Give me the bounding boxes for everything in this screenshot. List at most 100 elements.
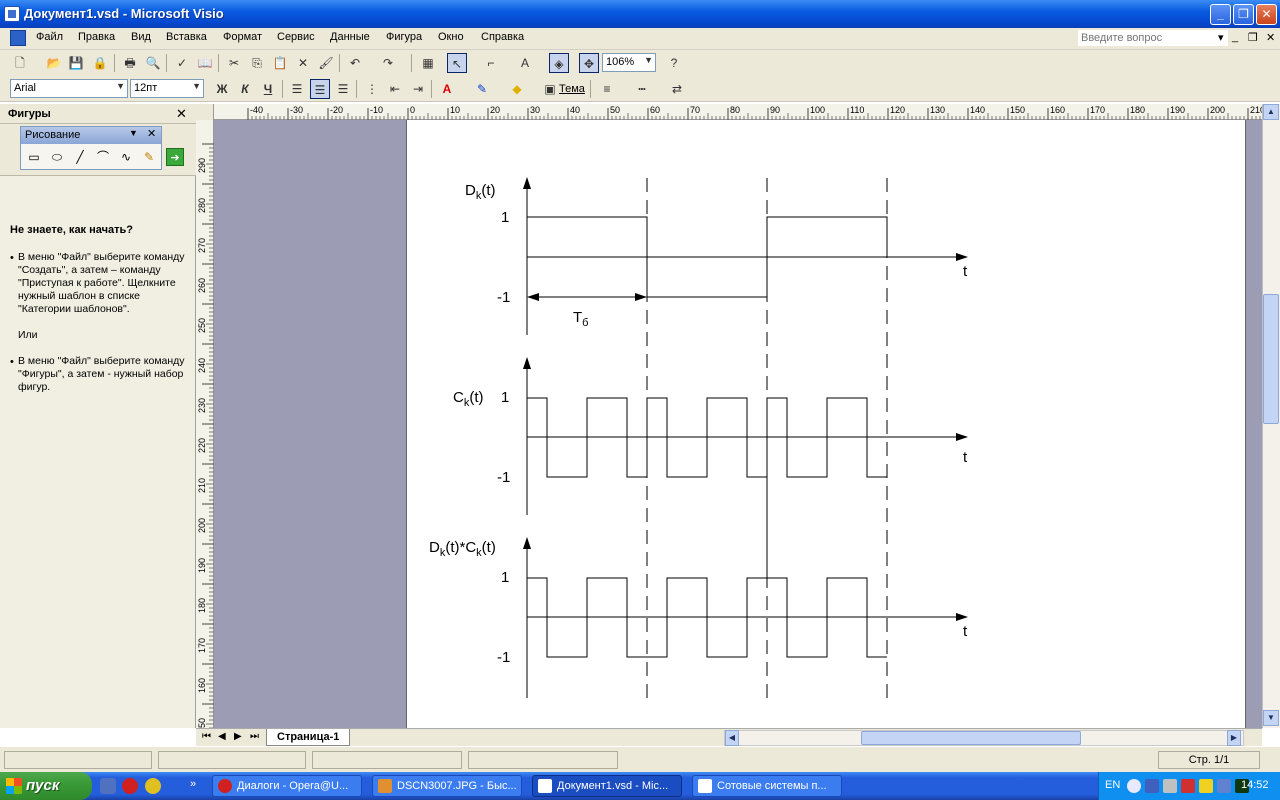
redo-icon[interactable]: ↷: [382, 56, 394, 70]
language-indicator[interactable]: EN: [1105, 779, 1121, 791]
decrease-indent-icon[interactable]: ⇤: [389, 82, 401, 96]
format-painter-icon[interactable]: 🖌: [318, 56, 334, 70]
tray-icon[interactable]: [1235, 779, 1249, 793]
help-dropdown-icon[interactable]: ▾: [1218, 32, 1224, 44]
visio-app-icon[interactable]: [4, 6, 20, 22]
drawing-page[interactable]: Dk(t) 1 -1 t Tб Ck(t) 1 -1 t Dk(t)*Ck(t)…: [406, 120, 1246, 728]
arrow-right-icon[interactable]: ➔: [166, 148, 184, 166]
menu-insert[interactable]: Вставка: [166, 31, 207, 43]
shapes-window-icon[interactable]: ▦: [422, 56, 434, 70]
theme-icon[interactable]: ▣: [544, 82, 556, 96]
line-tool-icon[interactable]: ╱: [76, 150, 84, 164]
cut-icon[interactable]: ✂: [228, 56, 240, 70]
last-page-icon[interactable]: ⏭: [250, 731, 259, 742]
line-pattern-icon[interactable]: ┅: [638, 82, 646, 96]
doc-close-button[interactable]: ✕: [1266, 32, 1276, 44]
pointer-tool-icon[interactable]: ↖: [447, 53, 467, 73]
connector-tool-icon[interactable]: ⌐: [487, 56, 495, 70]
minimize-button[interactable]: _: [1210, 4, 1231, 25]
line-color-icon[interactable]: ✎: [476, 82, 488, 96]
zoom-select[interactable]: 106%▼: [602, 53, 656, 72]
task-visio[interactable]: Документ1.vsd - Mic...: [532, 775, 682, 797]
menu-data[interactable]: Данные: [330, 31, 370, 43]
undo-icon[interactable]: ↶: [349, 56, 361, 70]
align-right-icon[interactable]: ☰: [337, 82, 349, 96]
network-icon[interactable]: [1145, 779, 1159, 793]
opera-quicklaunch-icon[interactable]: [122, 778, 138, 794]
doc-restore-button[interactable]: ❐: [1248, 32, 1258, 44]
menu-tools[interactable]: Сервис: [277, 31, 315, 43]
close-icon[interactable]: ✕: [176, 106, 187, 121]
vertical-scroll-thumb[interactable]: [1263, 294, 1279, 424]
task-image-viewer[interactable]: DSCN3007.JPG - Быс...: [372, 775, 522, 797]
scroll-left-icon[interactable]: ◀: [725, 730, 739, 746]
menu-window[interactable]: Окно: [438, 31, 464, 43]
document-icon[interactable]: [10, 30, 26, 46]
tab-page-1[interactable]: Страница-1: [266, 729, 351, 746]
text-tool-icon[interactable]: A: [520, 56, 529, 70]
font-color-icon[interactable]: A: [442, 82, 452, 96]
font-select[interactable]: Arial▼: [10, 79, 128, 98]
help-icon[interactable]: ?: [670, 56, 678, 70]
print-icon[interactable]: 🖶: [124, 56, 136, 70]
task-word[interactable]: Сотовые системы п...: [692, 775, 842, 797]
antivirus-icon[interactable]: [1181, 779, 1195, 793]
quicklaunch-icon[interactable]: [100, 778, 116, 794]
drawing-canvas[interactable]: Dk(t) 1 -1 t Tб Ck(t) 1 -1 t Dk(t)*Ck(t)…: [214, 120, 1262, 728]
theme-button[interactable]: Тема: [559, 83, 585, 95]
increase-indent-icon[interactable]: ⇥: [412, 82, 424, 96]
open-icon[interactable]: 📂: [46, 56, 62, 70]
close-icon[interactable]: ✕: [147, 128, 157, 140]
quicklaunch-icon[interactable]: [145, 778, 161, 794]
volume-icon[interactable]: [1163, 779, 1177, 793]
next-page-icon[interactable]: ▶: [234, 731, 242, 742]
vertical-scrollbar[interactable]: ▲ ▼: [1262, 104, 1280, 728]
task-opera[interactable]: Диалоги - Opera@U...: [212, 775, 362, 797]
more-icon[interactable]: »: [190, 778, 197, 790]
start-button[interactable]: пуск: [0, 772, 92, 800]
maximize-button[interactable]: ❐: [1233, 4, 1254, 25]
fill-color-icon[interactable]: ◆: [512, 82, 522, 96]
font-size-select[interactable]: 12пт▼: [130, 79, 204, 98]
scroll-down-icon[interactable]: ▼: [1263, 710, 1279, 726]
delete-icon[interactable]: ✕: [297, 56, 309, 70]
scroll-up-icon[interactable]: ▲: [1263, 104, 1279, 120]
tray-icon[interactable]: [1199, 779, 1213, 793]
permission-icon[interactable]: 🔒: [92, 56, 108, 70]
new-icon[interactable]: 🗋: [15, 56, 25, 70]
tray-back-icon[interactable]: [1127, 779, 1141, 793]
save-icon[interactable]: 💾: [68, 56, 84, 70]
menu-view[interactable]: Вид: [131, 31, 151, 43]
line-weight-icon[interactable]: ≡: [603, 82, 611, 96]
spelling-icon[interactable]: ✓: [176, 56, 188, 70]
menu-shape[interactable]: Фигура: [386, 31, 423, 43]
horizontal-scroll-thumb[interactable]: [861, 731, 1081, 745]
menu-help[interactable]: Справка: [481, 31, 525, 43]
copy-icon[interactable]: ⎘: [252, 56, 262, 70]
first-page-icon[interactable]: ⏮: [202, 731, 211, 742]
line-ends-icon[interactable]: ⇄: [671, 82, 683, 96]
menu-edit[interactable]: Правка: [78, 31, 116, 43]
paste-icon[interactable]: 📋: [272, 56, 288, 70]
pencil-tool-icon[interactable]: ✎: [143, 150, 155, 164]
help-search-input[interactable]: [1078, 30, 1228, 46]
freeform-tool-icon[interactable]: ∿: [120, 150, 132, 164]
bullets-icon[interactable]: ⋮: [366, 82, 378, 96]
menu-file[interactable]: Файл: [36, 31, 64, 43]
chevron-down-icon[interactable]: ▼: [129, 128, 138, 138]
scroll-right-icon[interactable]: ▶: [1227, 730, 1241, 746]
tray-icon[interactable]: [1217, 779, 1231, 793]
research-icon[interactable]: 📖: [197, 56, 213, 70]
align-center-icon[interactable]: ☰: [310, 79, 330, 99]
connection-point-icon[interactable]: ◈: [549, 53, 569, 73]
bold-button[interactable]: Ж: [216, 82, 228, 96]
underline-button[interactable]: Ч: [263, 82, 273, 96]
close-button[interactable]: ✕: [1256, 4, 1277, 25]
horizontal-scrollbar[interactable]: ◀ ▶: [724, 730, 1244, 746]
menu-format[interactable]: Формат: [223, 31, 263, 43]
doc-minimize-button[interactable]: _: [1232, 31, 1239, 43]
rectangle-tool-icon[interactable]: ▭: [28, 150, 40, 164]
align-left-icon[interactable]: ☰: [291, 82, 303, 96]
